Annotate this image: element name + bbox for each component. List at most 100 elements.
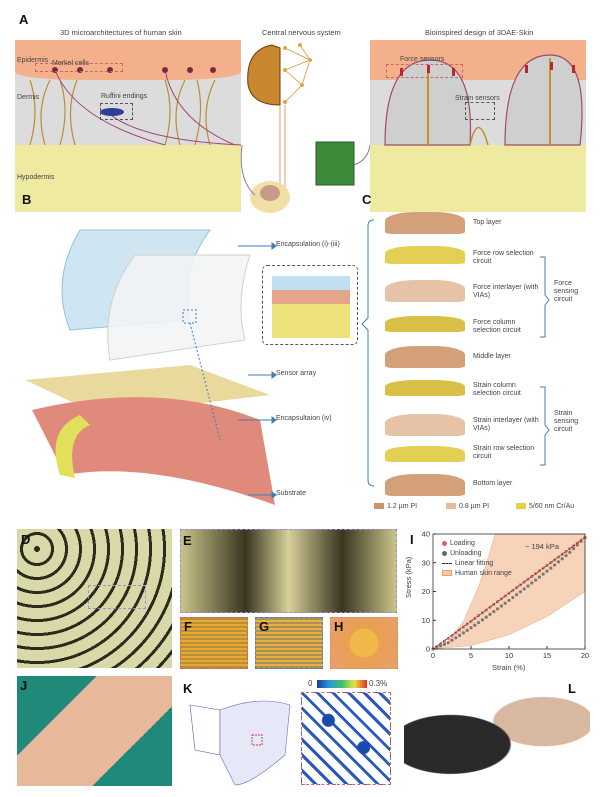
loading-point bbox=[522, 580, 526, 584]
loading-point bbox=[435, 644, 439, 649]
hypodermis-label: Hypodermis bbox=[17, 174, 55, 181]
unloading-point bbox=[522, 587, 526, 591]
merkel-cells-label: Merkel cells bbox=[52, 60, 89, 67]
unloading-point bbox=[480, 618, 484, 622]
unloading-point bbox=[583, 535, 587, 540]
x-tick-label: 15 bbox=[543, 651, 551, 660]
loading-point bbox=[545, 563, 549, 567]
y-tick-label: 0 bbox=[426, 645, 430, 654]
unloading-point bbox=[541, 572, 545, 576]
loading-point bbox=[526, 577, 530, 581]
layer-label: Force interlayer (with VIAs) bbox=[473, 284, 539, 300]
loading-point bbox=[583, 535, 587, 540]
unloading-point bbox=[560, 557, 564, 561]
panel-label-d: D bbox=[21, 532, 31, 547]
panel-label-a: A bbox=[19, 12, 29, 27]
sensor-arches bbox=[384, 54, 583, 146]
layer-label: Strain column selection circuit bbox=[473, 382, 521, 398]
loading-point bbox=[507, 591, 511, 595]
loading-point bbox=[461, 625, 465, 629]
cns-title: Central nervous system bbox=[262, 28, 341, 37]
layer-middle bbox=[385, 346, 465, 368]
label-encapsulation-i-iii: Encapsulation (i)-(iii) bbox=[276, 241, 340, 248]
unloading-point bbox=[553, 563, 557, 567]
unloading-point bbox=[484, 615, 488, 619]
layer-label: Bottom layer bbox=[473, 480, 513, 487]
fem-mesh bbox=[189, 700, 291, 786]
cns-illustration bbox=[240, 43, 371, 213]
unloading-point bbox=[503, 601, 507, 605]
legend-loading: Loading bbox=[442, 540, 475, 547]
loading-point bbox=[511, 588, 515, 593]
panel-label-e: E bbox=[183, 533, 192, 548]
fem-zoom-inset bbox=[301, 692, 391, 785]
photo-skin-bending bbox=[17, 676, 172, 786]
unloading-point bbox=[439, 644, 443, 648]
panel-label-k: K bbox=[183, 681, 193, 696]
legend-item: 1.2 µm PI bbox=[374, 503, 417, 510]
group-brackets bbox=[540, 256, 550, 466]
unloading-point bbox=[496, 607, 500, 611]
unloading-point bbox=[511, 595, 515, 600]
layer-strain-column bbox=[385, 380, 465, 396]
strain-colorbar bbox=[317, 680, 367, 688]
label-encapsulation-iv: Encapsultaion (iv) bbox=[276, 415, 332, 422]
exploded-device-illustration bbox=[25, 229, 275, 505]
loading-point bbox=[518, 583, 523, 587]
y-tick-label: 40 bbox=[422, 530, 430, 539]
unloading-point bbox=[431, 647, 435, 651]
swatch bbox=[516, 503, 526, 510]
unloading-point bbox=[435, 645, 439, 650]
layer-force-interlayer bbox=[385, 280, 465, 302]
unloading-point bbox=[518, 590, 523, 594]
unloading-point bbox=[507, 598, 511, 603]
panel-label-l: L bbox=[568, 681, 576, 696]
layer-label: Strain row selection circuit bbox=[473, 445, 535, 461]
label-sensor-array: Sensor array bbox=[276, 370, 317, 377]
x-tick-label: 10 bbox=[505, 651, 513, 660]
label-substrate: Substrate bbox=[276, 490, 306, 497]
photo-robot-hand bbox=[404, 676, 590, 790]
unloading-point bbox=[488, 612, 492, 616]
unloading-point bbox=[469, 626, 473, 630]
unloading-point bbox=[572, 547, 576, 551]
loading-point bbox=[534, 572, 538, 576]
legend-item: 5/60 nm Cr/Au bbox=[516, 503, 574, 510]
legend-item: 0.8 µm PI bbox=[446, 503, 489, 510]
unloading-point bbox=[534, 578, 538, 582]
unloading-point bbox=[461, 631, 465, 635]
unloading-point bbox=[537, 575, 542, 579]
strain-sensing-group-label: Strain sensing circuit bbox=[554, 410, 579, 434]
unloading-point bbox=[556, 560, 561, 564]
loading-point bbox=[454, 631, 458, 635]
layer-label: Top layer bbox=[473, 219, 502, 226]
x-tick-label: 0 bbox=[431, 651, 435, 660]
human-skin-illustration: Epidermis Merkel cells Dermis Ruffini en… bbox=[15, 40, 241, 212]
loading-point bbox=[572, 544, 576, 548]
layer-force-column bbox=[385, 316, 465, 332]
loading-point bbox=[473, 616, 477, 621]
unloading-point bbox=[446, 641, 450, 645]
force-sensors-label: Force sensors bbox=[400, 56, 445, 63]
loading-point bbox=[530, 574, 534, 579]
x-tick-label: 5 bbox=[469, 651, 473, 660]
loading-point bbox=[458, 628, 462, 632]
strain-sensors-label: Strain sensors bbox=[455, 95, 500, 102]
loading-point bbox=[541, 566, 545, 570]
loading-point bbox=[515, 586, 519, 590]
loading-point bbox=[450, 634, 454, 638]
loading-point bbox=[492, 602, 496, 607]
photo-unit-cell bbox=[180, 529, 397, 613]
loading-point bbox=[499, 597, 503, 601]
unloading-point bbox=[450, 638, 454, 642]
layer-bottom bbox=[385, 474, 465, 496]
unloading-point bbox=[442, 642, 446, 646]
unloading-point bbox=[473, 623, 477, 627]
loading-point bbox=[439, 642, 443, 646]
layer-label: Strain interlayer (with VIAs) bbox=[473, 417, 539, 433]
swatch bbox=[446, 503, 456, 510]
legend-unloading: Unloading bbox=[442, 550, 482, 557]
layer-strain-interlayer bbox=[385, 414, 465, 436]
loading-point bbox=[469, 619, 473, 624]
y-tick-label: 10 bbox=[422, 616, 430, 625]
